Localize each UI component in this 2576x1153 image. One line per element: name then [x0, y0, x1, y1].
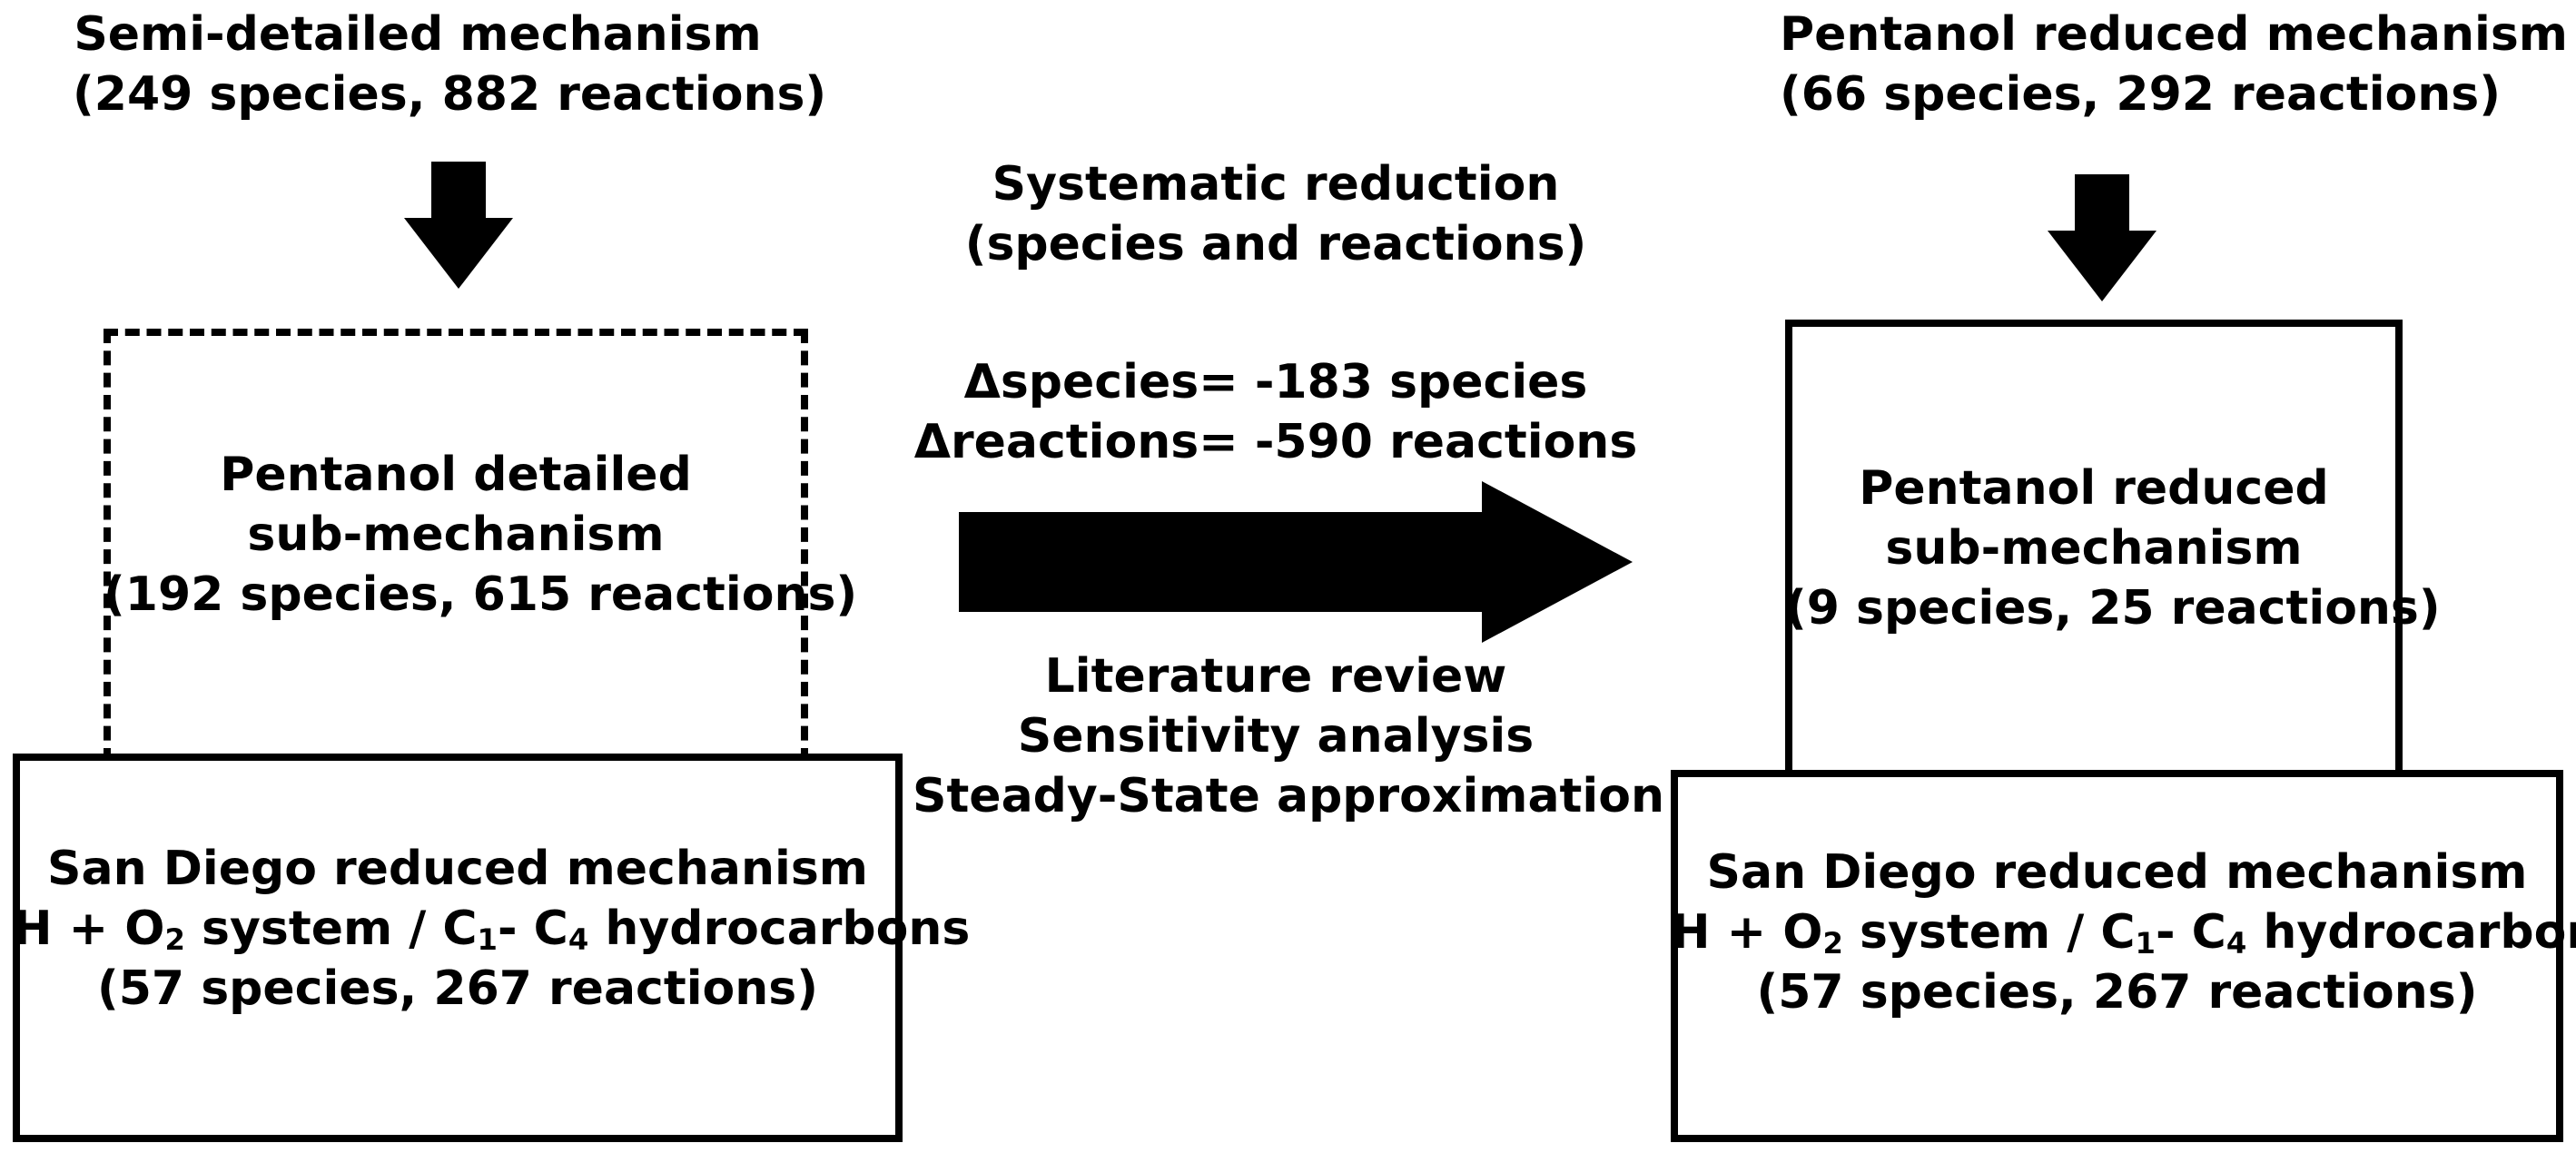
- left-base-line1: San Diego reduced mechanism: [47, 842, 868, 896]
- right-sub-line3: (9 species, 25 reactions): [1785, 581, 2441, 636]
- right-sub-mechanism-box: [1785, 320, 2403, 777]
- right-top-counts: (66 species, 292 reactions): [1780, 67, 2502, 122]
- left-down-arrow: [404, 162, 513, 289]
- left-base-line2: H + O2 system / C1- C4 hydrocarbons: [13, 902, 971, 957]
- center-reduction-label: Systematic reduction (species and reacti…: [913, 154, 1639, 274]
- method-steady-state: Steady-State approximation: [913, 769, 1664, 823]
- right-pointing-arrow: [959, 481, 1633, 643]
- center-delta-label: Δspecies= -183 species Δreactions= -590 …: [913, 352, 1639, 472]
- left-top-counts: (249 species, 882 reactions): [73, 67, 827, 122]
- left-top-label: Semi-detailed mechanism (249 species, 88…: [73, 5, 827, 124]
- left-top-title: Semi-detailed mechanism: [74, 7, 762, 62]
- center-line1: Systematic reduction: [992, 157, 1560, 212]
- right-base-mechanism-label: San Diego reduced mechanism H + O2 syste…: [1671, 843, 2576, 1022]
- right-base-line3: (57 species, 267 reactions): [1756, 965, 2478, 1020]
- center-methods-label: Literature review Sensitivity analysis S…: [913, 646, 1664, 826]
- right-top-title: Pentanol reduced mechanism: [1780, 7, 2568, 62]
- right-top-label: Pentanol reduced mechanism (66 species, …: [1780, 5, 2568, 124]
- left-sub-line2: sub-mechanism: [247, 508, 665, 562]
- method-sensitivity-analysis: Sensitivity analysis: [1017, 709, 1535, 764]
- left-sub-line1: Pentanol detailed: [220, 448, 692, 502]
- right-base-mechanism-box: [1671, 770, 2563, 1142]
- left-base-mechanism-box: [13, 754, 903, 1142]
- right-base-line2: H + O2 system / C1- C4 hydrocarbons: [1671, 905, 2576, 961]
- right-sub-line2: sub-mechanism: [1885, 521, 2303, 576]
- left-sub-line3: (192 species, 615 reactions): [104, 567, 858, 622]
- left-base-mechanism-label: San Diego reduced mechanism H + O2 syste…: [13, 839, 971, 1019]
- right-sub-mechanism-label: Pentanol reduced sub-mechanism (9 specie…: [1785, 458, 2441, 638]
- left-sub-mechanism-label: Pentanol detailed sub-mechanism (192 spe…: [104, 445, 858, 625]
- left-base-line3: (57 species, 267 reactions): [96, 961, 818, 1016]
- right-down-arrow: [2048, 174, 2157, 301]
- method-literature-review: Literature review: [1044, 649, 1507, 704]
- delta-species: Δspecies= -183 species: [963, 355, 1588, 409]
- center-line2: (species and reactions): [964, 217, 1587, 271]
- right-base-line1: San Diego reduced mechanism: [1706, 845, 2528, 900]
- delta-reactions: Δreactions= -590 reactions: [913, 415, 1638, 469]
- right-sub-line1: Pentanol reduced: [1859, 461, 2329, 516]
